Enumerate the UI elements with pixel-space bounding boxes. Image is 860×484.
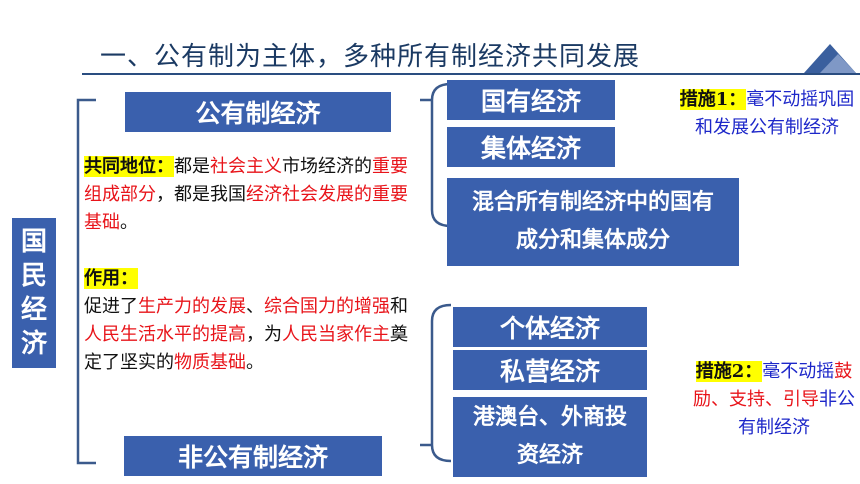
measure-2: 措施2：毫不动摇鼓励、支持、引导非公有制经济	[693, 361, 855, 438]
mountain-decoration	[804, 44, 856, 73]
highlight-term: 人民生活水平的提高	[84, 324, 246, 345]
common-status-paragraph: 共同地位：都是社会主义市场经济的重要组成部分，都是我国经济社会发展的重要基础。	[84, 156, 408, 233]
measure-1: 措施1：毫不动摇巩固和发展公有制经济	[679, 89, 855, 138]
state-owned-economy-box: 国有经济	[447, 80, 615, 120]
national-economy-label: 国民经济	[12, 218, 56, 368]
role-paragraph: 作用： 促进了生产力的发展、综合国力的增强和人民生活水平的提高，为人民当家作主奠…	[84, 268, 408, 373]
highlight-term: 人民当家作主	[282, 324, 390, 345]
measure-1-label: 措施1：	[679, 89, 747, 110]
highlight-term: 社会主义	[210, 156, 282, 177]
common-status-label: 共同地位：	[84, 156, 174, 177]
page-title: 一、公有制为主体，多种所有制经济共同发展	[100, 42, 641, 72]
private-economy-box: 私营经济	[453, 350, 647, 390]
individual-economy-box: 个体经济	[453, 307, 647, 347]
highlight-term: 物质基础	[174, 352, 246, 373]
measure-2-label: 措施2：	[695, 361, 763, 382]
collective-economy-box: 集体经济	[447, 127, 615, 167]
title-underline	[82, 73, 860, 75]
foreign-investment-box: 港澳台、外商投资经济	[453, 397, 647, 477]
nonpublic-economy-box: 非公有制经济	[124, 436, 382, 476]
highlight-term: 经济社会发展的重要基础	[84, 184, 408, 233]
highlight-term: 生产力的发展	[138, 296, 246, 317]
highlight-term: 重要组成部分	[84, 156, 408, 205]
highlight-term: 综合国力的增强	[264, 296, 390, 317]
public-economy-box: 公有制经济	[125, 92, 391, 132]
role-label: 作用：	[84, 268, 138, 289]
mixed-ownership-box: 混合所有制经济中的国有成分和集体成分	[447, 178, 739, 266]
highlight-term: 鼓励、支持、引导	[693, 361, 853, 410]
